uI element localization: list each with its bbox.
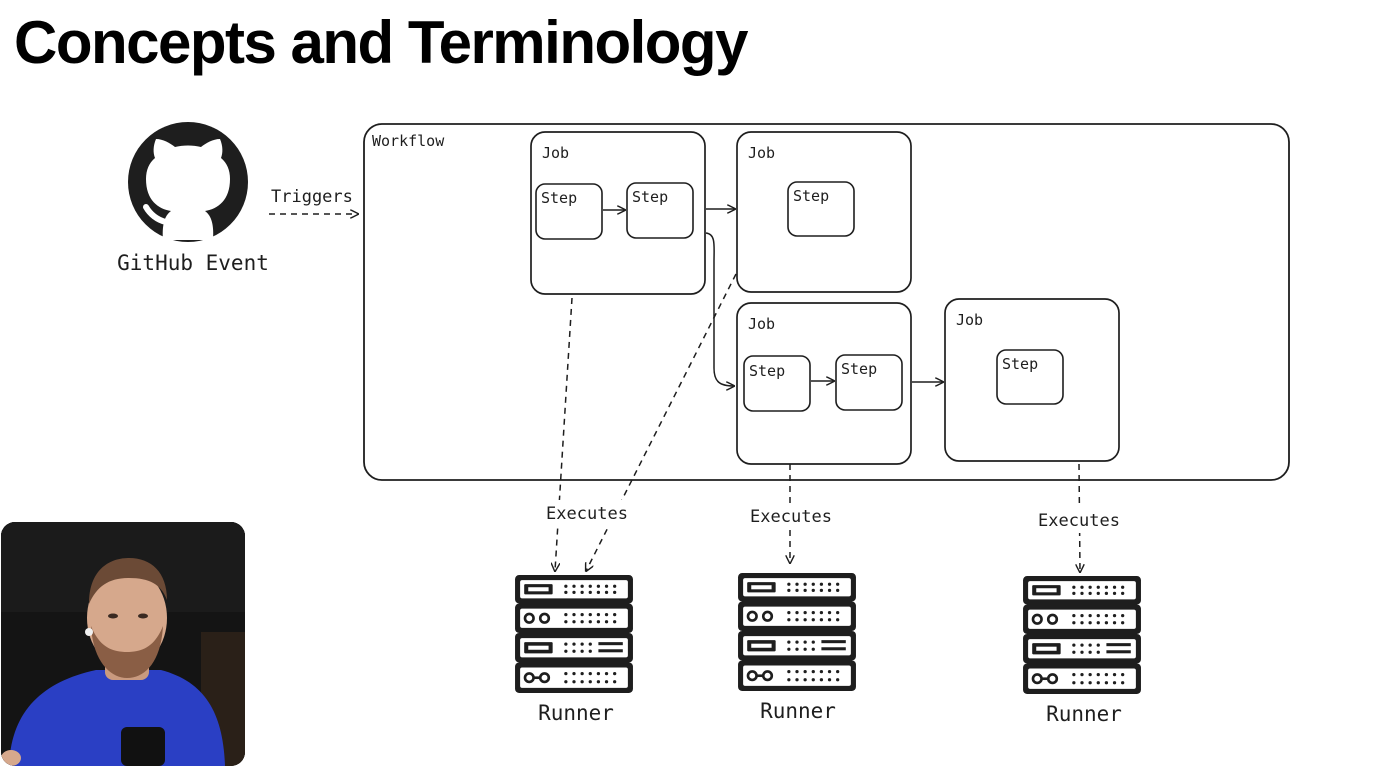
step-1a: Step bbox=[535, 183, 603, 240]
workflow-box: Workflow bbox=[363, 123, 1290, 481]
job-3: Job Step Step bbox=[736, 302, 912, 465]
step-4a: Step bbox=[996, 349, 1064, 405]
runner-3: Runner bbox=[1021, 574, 1143, 726]
workflow-label: Workflow bbox=[372, 132, 445, 150]
job-label: Job bbox=[748, 144, 775, 162]
executes-label: Executes bbox=[546, 504, 628, 524]
step-label: Step bbox=[793, 187, 829, 205]
github-event: GitHub Event bbox=[117, 122, 269, 275]
server-rack-icon bbox=[736, 571, 858, 693]
step-2a: Step bbox=[787, 181, 855, 237]
job-label: Job bbox=[542, 144, 569, 162]
job-label: Job bbox=[956, 311, 983, 329]
presenter-webcam bbox=[1, 522, 245, 766]
runner-label: Runner bbox=[538, 701, 614, 725]
runner-1: Runner bbox=[513, 573, 635, 725]
step-label: Step bbox=[1002, 355, 1038, 373]
step-3b: Step bbox=[835, 354, 903, 411]
runner-2: Runner bbox=[736, 571, 858, 723]
step-label: Step bbox=[632, 188, 668, 206]
step-label: Step bbox=[841, 360, 877, 378]
github-octocat-icon bbox=[128, 122, 248, 242]
slide-title: Concepts and Terminology bbox=[14, 9, 748, 76]
step-3a: Step bbox=[743, 355, 811, 412]
server-rack-icon bbox=[513, 573, 635, 695]
job-4: Job Step bbox=[944, 298, 1120, 462]
event-label: GitHub Event bbox=[117, 251, 269, 275]
job-arrow bbox=[705, 232, 734, 386]
step-label: Step bbox=[749, 362, 785, 380]
trigger-label: Triggers bbox=[271, 187, 353, 207]
step-label: Step bbox=[541, 189, 577, 207]
executes-label: Executes bbox=[1038, 511, 1120, 531]
job-1: Job Step Step bbox=[530, 131, 706, 295]
runner-label: Runner bbox=[760, 699, 836, 723]
presenter-video bbox=[1, 522, 245, 766]
runner-label: Runner bbox=[1046, 702, 1122, 726]
step-1b: Step bbox=[626, 182, 694, 239]
job-label: Job bbox=[748, 315, 775, 333]
executes-label: Executes bbox=[750, 507, 832, 527]
trigger-arrow: Triggers bbox=[269, 187, 358, 214]
server-rack-icon bbox=[1021, 574, 1143, 696]
job-2: Job Step bbox=[736, 131, 912, 293]
